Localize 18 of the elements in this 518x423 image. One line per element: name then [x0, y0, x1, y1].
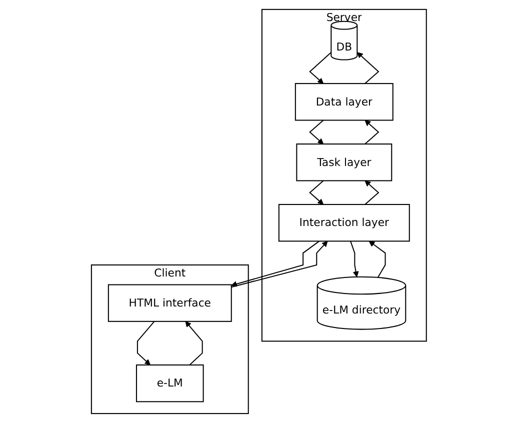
- arrow: [309, 180, 324, 205]
- arrow: [364, 180, 380, 205]
- arrow: [309, 52, 332, 84]
- cluster: [262, 8, 427, 342]
- arrow: [309, 120, 324, 144]
- arrow: [137, 321, 155, 366]
- node-box: [136, 364, 204, 402]
- arrow: [368, 240, 386, 278]
- arrow: [364, 120, 380, 144]
- cluster: [91, 264, 249, 414]
- arrow: [357, 52, 380, 84]
- layer-diagram: Client Server DB Data layer Task layer Interaction layer e-LM directory HTML interface e-LM: [86, 4, 432, 419]
- arrow: [185, 321, 203, 366]
- node-box: [295, 83, 394, 121]
- node-box: [278, 204, 410, 242]
- node-box: [296, 144, 392, 182]
- node-box: [108, 284, 232, 322]
- arrow: [350, 241, 359, 278]
